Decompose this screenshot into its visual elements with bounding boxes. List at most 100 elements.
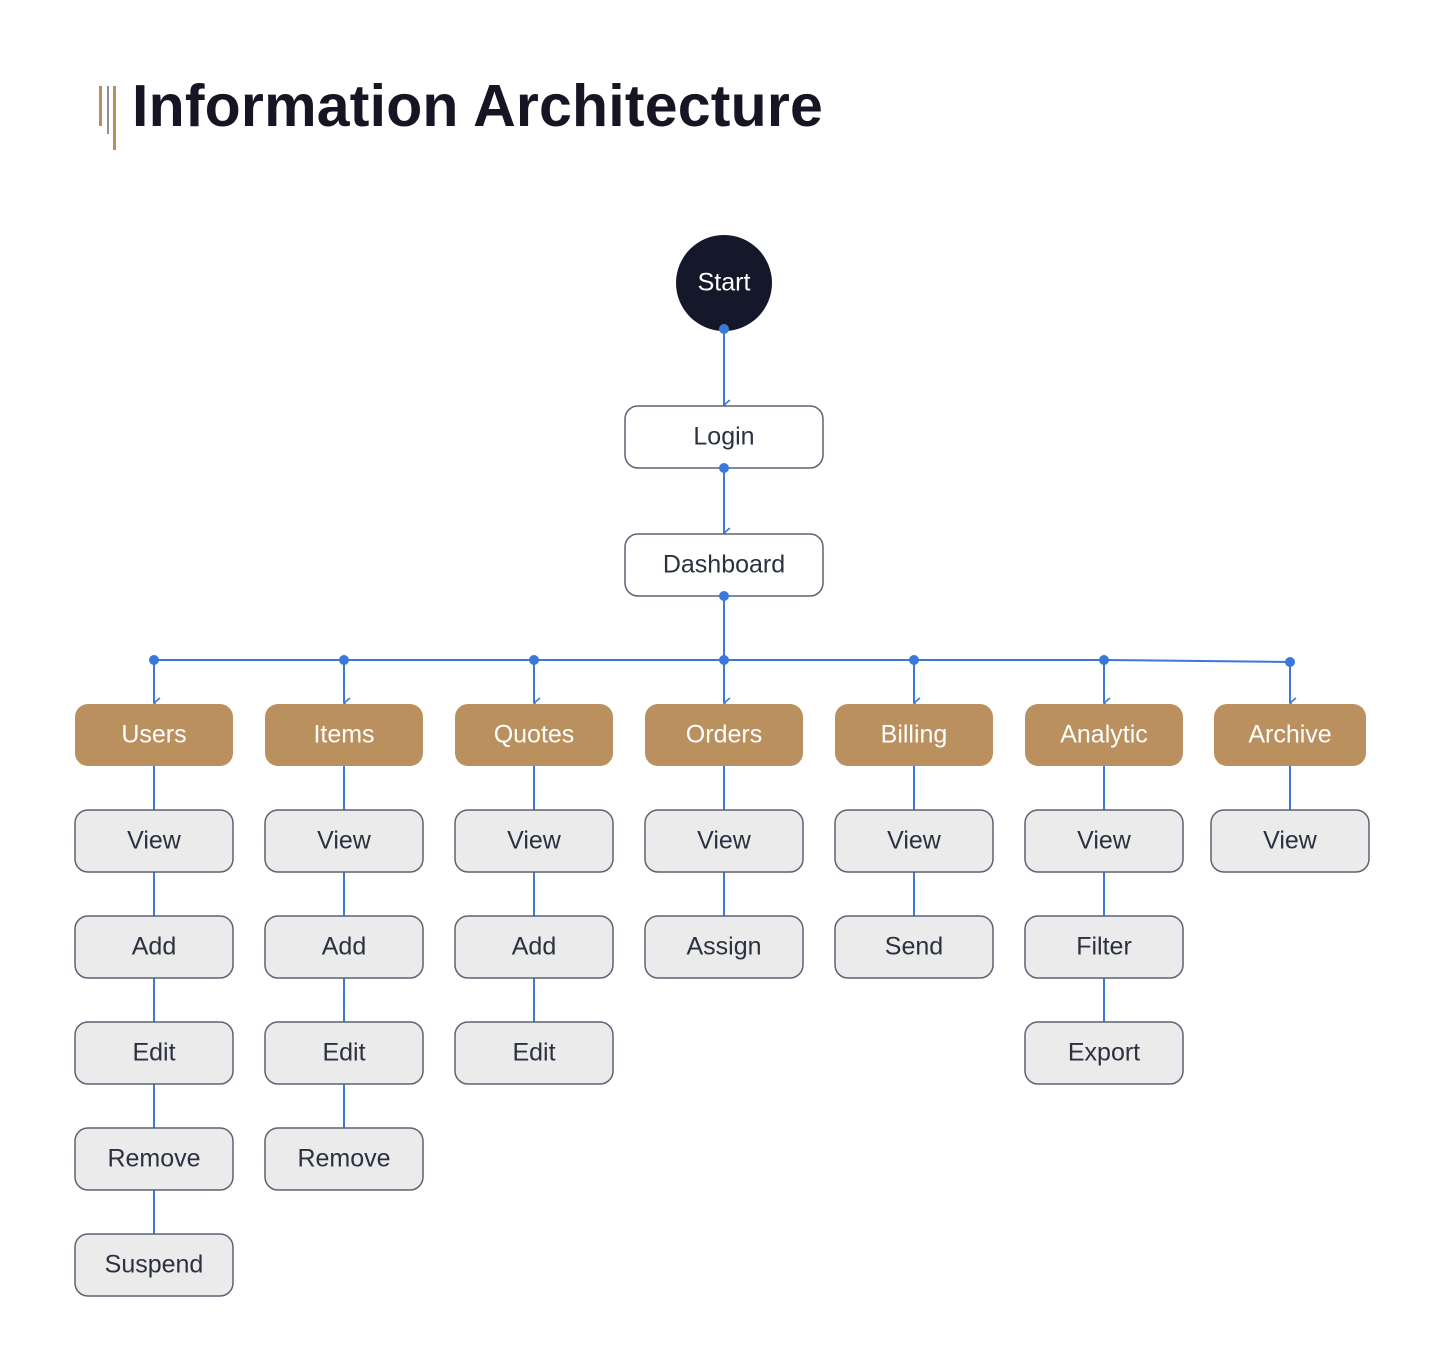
- section-billing-dot: [909, 655, 919, 665]
- login-node[interactable]: Login: [624, 405, 824, 469]
- section-users-item-suspend-shape: [74, 1233, 234, 1297]
- section-billing-header-label: Billing: [881, 721, 948, 749]
- section-analytic-item-filter-label: Filter: [1076, 933, 1132, 961]
- section-users-item-edit[interactable]: Edit: [74, 1021, 234, 1085]
- section-users-item-remove[interactable]: Remove: [74, 1127, 234, 1191]
- section-quotes-item-view-shape: [454, 809, 614, 873]
- login-node-label: Login: [693, 423, 754, 451]
- section-analytic-item-view[interactable]: View: [1024, 809, 1184, 873]
- section-quotes-item-edit-shape: [454, 1021, 614, 1085]
- page-title: Information Architecture: [132, 73, 824, 139]
- section-archive-item-view-shape: [1210, 809, 1370, 873]
- section-users-item-add-shape: [74, 915, 234, 979]
- section-items-header-shape: [265, 704, 423, 766]
- section-orders-item-view-label: View: [697, 827, 752, 855]
- section-quotes-item-add-shape: [454, 915, 614, 979]
- section-orders-item-assign-shape: [644, 915, 804, 979]
- section-billing-item-send-label: Send: [885, 933, 943, 961]
- section-quotes-header-label: Quotes: [494, 721, 575, 749]
- section-analytic-item-filter[interactable]: Filter: [1024, 915, 1184, 979]
- section-users-item-view-shape: [74, 809, 234, 873]
- section-archive-header-label: Archive: [1248, 721, 1331, 749]
- section-quotes-dot: [529, 655, 539, 665]
- section-archive-item-view[interactable]: View: [1210, 809, 1370, 873]
- section-billing-item-send-shape: [834, 915, 994, 979]
- section-billing-item-view-shape: [834, 809, 994, 873]
- section-orders-item-assign[interactable]: Assign: [644, 915, 804, 979]
- section-quotes-item-add-label: Add: [512, 933, 556, 961]
- section-users-item-view-label: View: [127, 827, 182, 855]
- section-items-item-edit-label: Edit: [322, 1039, 365, 1067]
- dashboard-node[interactable]: Dashboard: [624, 533, 824, 597]
- section-users-item-edit-label: Edit: [132, 1039, 175, 1067]
- section-archive-header[interactable]: Archive: [1214, 704, 1366, 766]
- section-items-item-add[interactable]: Add: [264, 915, 424, 979]
- section-quotes-item-edit-label: Edit: [512, 1039, 555, 1067]
- dashboard-node-label: Dashboard: [663, 551, 785, 579]
- connector-dot-login: [719, 463, 729, 473]
- section-items-header[interactable]: Items: [265, 704, 423, 766]
- section-users-item-view[interactable]: View: [74, 809, 234, 873]
- start-node[interactable]: Start: [676, 235, 772, 331]
- section-items-item-remove-shape: [264, 1127, 424, 1191]
- start-node-label: Start: [698, 269, 751, 297]
- section-items-item-remove[interactable]: Remove: [264, 1127, 424, 1191]
- section-items-header-label: Items: [313, 721, 374, 749]
- section-orders-item-assign-label: Assign: [686, 933, 761, 961]
- section-analytic-header-shape: [1025, 704, 1183, 766]
- section-items-item-edit[interactable]: Edit: [264, 1021, 424, 1085]
- section-analytic-item-export-shape: [1024, 1021, 1184, 1085]
- section-analytic-item-view-label: View: [1077, 827, 1132, 855]
- section-quotes-header-shape: [455, 704, 613, 766]
- section-billing-item-view[interactable]: View: [834, 809, 994, 873]
- section-orders-dot: [719, 655, 729, 665]
- section-quotes-header[interactable]: Quotes: [455, 704, 613, 766]
- section-billing-item-send[interactable]: Send: [834, 915, 994, 979]
- section-users-item-add-label: Add: [132, 933, 176, 961]
- connectors: [152, 329, 1297, 1234]
- section-analytic-header-label: Analytic: [1060, 721, 1148, 749]
- section-quotes-item-view-label: View: [507, 827, 562, 855]
- section-analytic-item-view-shape: [1024, 809, 1184, 873]
- section-orders-header[interactable]: Orders: [645, 704, 803, 766]
- section-users-header[interactable]: Users: [75, 704, 233, 766]
- title-accent-bars: [99, 86, 129, 150]
- section-users-item-suspend[interactable]: Suspend: [74, 1233, 234, 1297]
- section-users-header-label: Users: [121, 721, 186, 749]
- section-items-item-remove-label: Remove: [297, 1145, 390, 1173]
- section-analytic-item-export[interactable]: Export: [1024, 1021, 1184, 1085]
- section-quotes-item-add[interactable]: Add: [454, 915, 614, 979]
- section-users-item-remove-shape: [74, 1127, 234, 1191]
- section-billing-header-shape: [835, 704, 993, 766]
- connector-dot-start: [719, 324, 729, 334]
- section-analytic-header[interactable]: Analytic: [1025, 704, 1183, 766]
- section-orders-header-shape: [645, 704, 803, 766]
- nodes: StartLoginDashboardUsersViewAddEditRemov…: [74, 235, 1370, 1297]
- section-billing-header[interactable]: Billing: [835, 704, 993, 766]
- section-users-item-add[interactable]: Add: [74, 915, 234, 979]
- section-users-dot: [149, 655, 159, 665]
- section-quotes-item-edit[interactable]: Edit: [454, 1021, 614, 1085]
- section-quotes-item-view[interactable]: View: [454, 809, 614, 873]
- section-users-header-shape: [75, 704, 233, 766]
- section-users-item-edit-shape: [74, 1021, 234, 1085]
- section-orders-header-label: Orders: [686, 721, 762, 749]
- section-analytic-item-export-label: Export: [1068, 1039, 1140, 1067]
- connector-dot-dashboard: [719, 591, 729, 601]
- section-archive-header-shape: [1214, 704, 1366, 766]
- section-users-item-remove-label: Remove: [107, 1145, 200, 1173]
- section-items-item-edit-shape: [264, 1021, 424, 1085]
- section-items-item-add-label: Add: [322, 933, 366, 961]
- start-node-shape: [676, 235, 772, 331]
- section-analytic-item-filter-shape: [1024, 915, 1184, 979]
- section-users-item-suspend-label: Suspend: [105, 1251, 204, 1279]
- section-archive-item-view-label: View: [1263, 827, 1318, 855]
- section-billing-item-view-label: View: [887, 827, 942, 855]
- section-items-item-add-shape: [264, 915, 424, 979]
- section-items-dot: [339, 655, 349, 665]
- section-orders-item-view[interactable]: View: [644, 809, 804, 873]
- section-items-item-view[interactable]: View: [264, 809, 424, 873]
- section-orders-item-view-shape: [644, 809, 804, 873]
- section-analytic-dot: [1099, 655, 1109, 665]
